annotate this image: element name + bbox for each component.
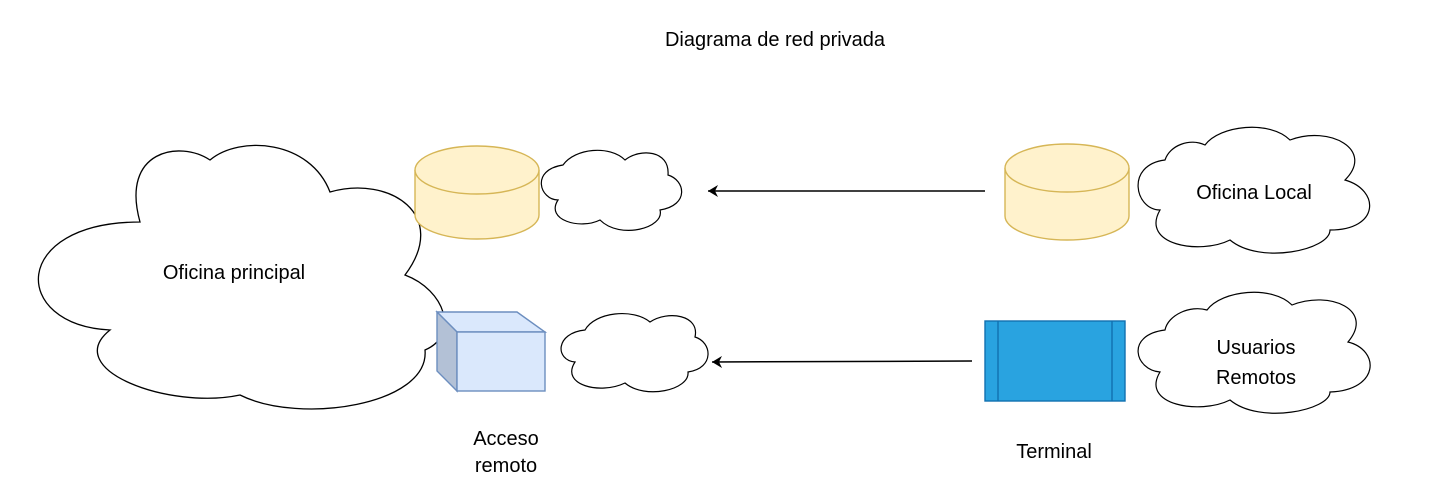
terminal-device[interactable] xyxy=(984,320,1126,402)
remote-users-cloud[interactable]: Usuarios Remotos xyxy=(1137,291,1371,414)
top-right-cylinder[interactable] xyxy=(1004,143,1130,241)
small-cloud-top[interactable] xyxy=(540,149,683,231)
diagram-title: Diagrama de red privada xyxy=(665,29,886,51)
top-left-cylinder[interactable] xyxy=(414,145,540,240)
remote-access-label-line2: remoto xyxy=(475,455,537,477)
terminal-label: Terminal xyxy=(1016,441,1092,463)
main-office-cloud[interactable]: Oficina principal xyxy=(37,144,446,410)
local-office-label: Oficina Local xyxy=(1196,182,1312,204)
main-office-label: Oficina principal xyxy=(163,262,305,284)
small-cloud-bottom[interactable] xyxy=(560,313,709,393)
remote-access-box[interactable] xyxy=(435,310,548,393)
remote-users-label-line1: Usuarios xyxy=(1217,337,1296,359)
bottom-arrow xyxy=(711,355,973,368)
remote-access-label-line1: Acceso xyxy=(473,428,539,450)
local-office-cloud[interactable]: Oficina Local xyxy=(1137,126,1371,254)
remote-users-label-line2: Remotos xyxy=(1216,367,1296,389)
